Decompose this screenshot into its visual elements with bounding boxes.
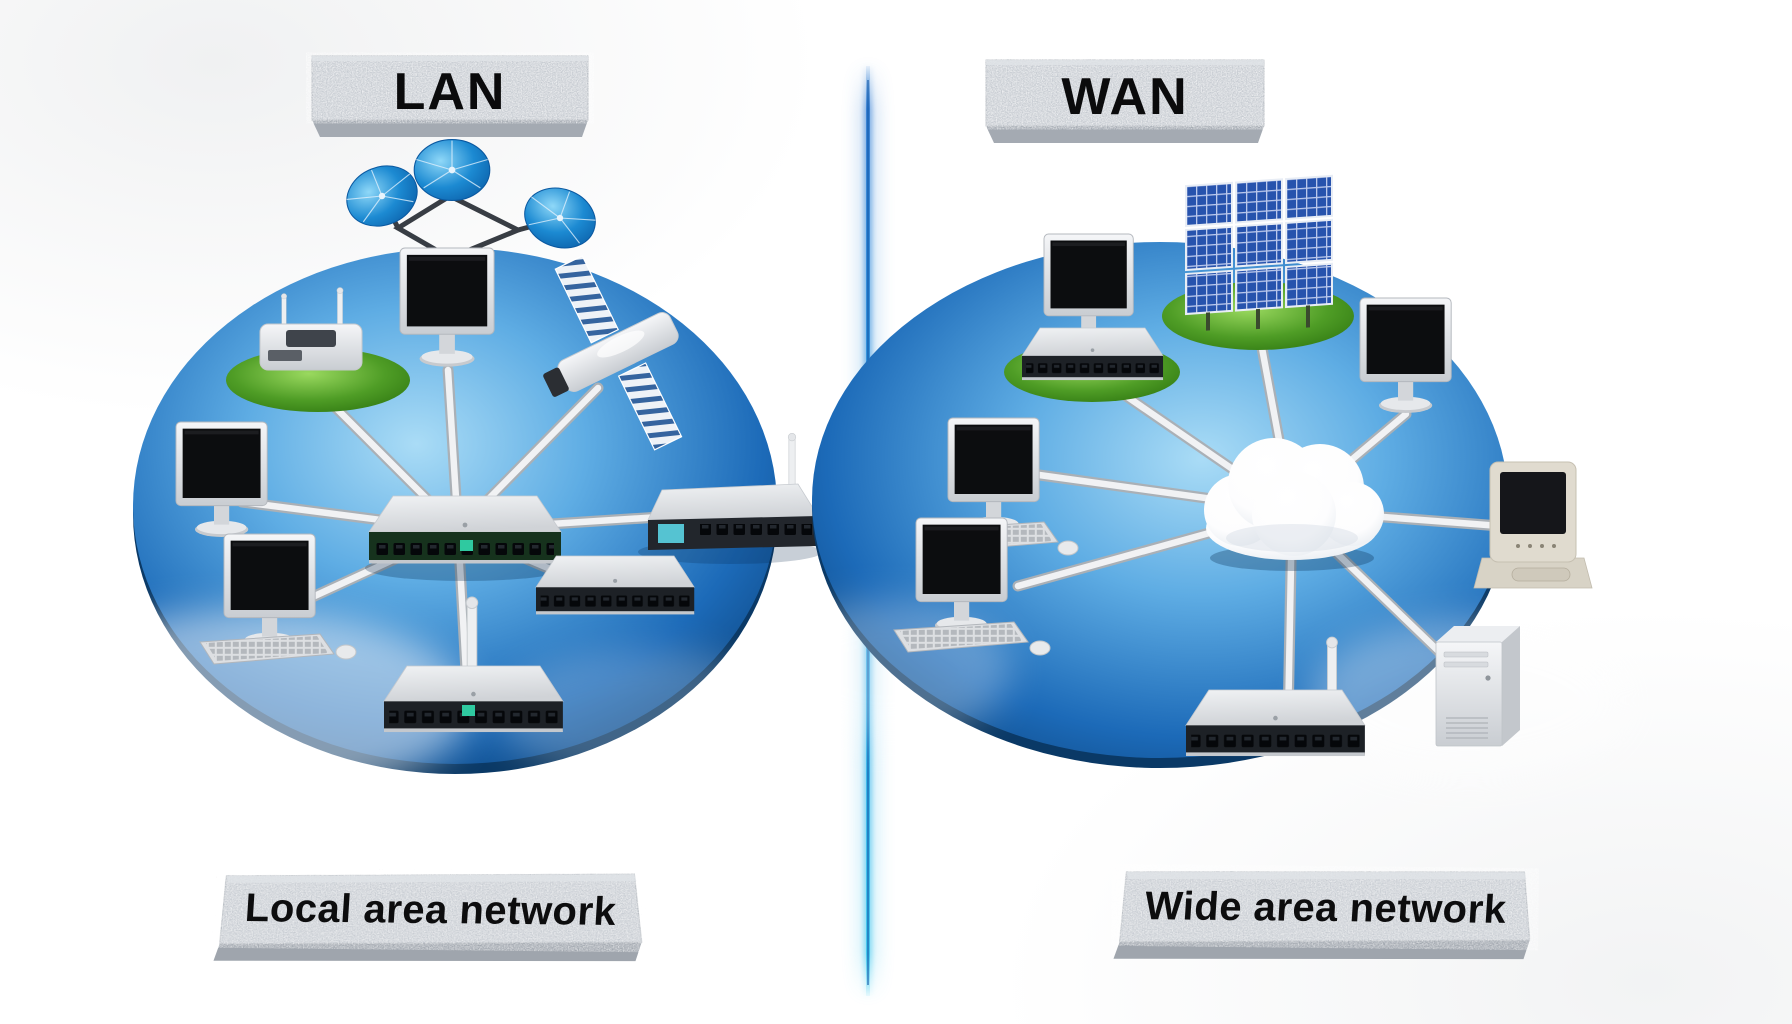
desktop-computer-icon xyxy=(893,517,1051,656)
lan-sign: LAN xyxy=(311,55,589,137)
wireless-router-icon xyxy=(259,287,363,371)
internet-cloud-icon xyxy=(1204,438,1384,571)
wan-title: WAN xyxy=(1061,68,1188,126)
desktop-computer-icon xyxy=(923,417,1079,556)
lan-caption: Local area network xyxy=(244,886,618,934)
lan-disc-glow xyxy=(20,610,470,800)
mouse-icon xyxy=(1057,540,1079,556)
solar-panel-array-icon xyxy=(1185,174,1333,331)
lan-panel xyxy=(20,138,822,800)
wan-panel xyxy=(770,174,1630,780)
lan-disc-glow-2 xyxy=(500,649,780,781)
hub-switch-icon xyxy=(365,495,565,581)
mouse-icon xyxy=(335,644,357,660)
wan-caption-sign: Wide area network xyxy=(1113,871,1531,960)
lan-title: LAN xyxy=(394,63,507,121)
wan-caption: Wide area network xyxy=(1144,884,1508,932)
desktop-computer-icon xyxy=(199,533,357,665)
ethernet-switch-icon xyxy=(535,555,695,615)
wireless-router-icon xyxy=(383,596,564,733)
lan-caption-sign: Local area network xyxy=(213,873,643,962)
wan-sign: WAN xyxy=(985,59,1265,143)
wireless-router-icon xyxy=(638,433,822,564)
terminal-fax-icon xyxy=(1473,461,1593,589)
tower-pc-icon xyxy=(1435,625,1521,747)
satellite-icon xyxy=(543,255,683,451)
mouse-icon xyxy=(1029,640,1051,656)
